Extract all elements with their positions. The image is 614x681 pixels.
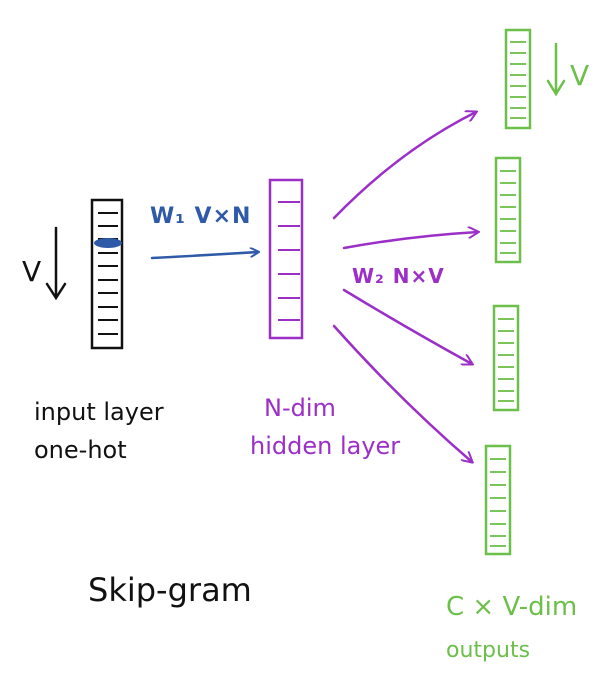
output-dim-label: V bbox=[570, 59, 590, 92]
w2-arrow-2 bbox=[342, 232, 478, 250]
input-dim-label: V bbox=[22, 255, 42, 288]
input-caption-line2: one-hot bbox=[34, 436, 127, 464]
w2-arrow-1 bbox=[332, 112, 476, 220]
output-vector-1 bbox=[504, 28, 532, 130]
output-vectors bbox=[484, 28, 532, 556]
w2-label: W₂ N×V bbox=[352, 264, 445, 288]
one-hot-mark bbox=[94, 238, 122, 248]
output-caption-line1: C × V-dim bbox=[446, 592, 578, 622]
output-vector-2 bbox=[494, 156, 522, 264]
output-vector-3 bbox=[492, 304, 520, 412]
w1-arrow bbox=[150, 252, 258, 260]
w1-label: W₁ V×N bbox=[150, 204, 252, 229]
diagram-title: Skip-gram bbox=[88, 571, 252, 609]
w2-arrow-3 bbox=[342, 288, 472, 364]
w2-arrow-4 bbox=[332, 324, 472, 462]
output-vector-4 bbox=[484, 444, 512, 556]
output-caption-line2: outputs bbox=[446, 638, 531, 663]
input-dim-arrow bbox=[45, 226, 67, 301]
input-vector bbox=[90, 198, 124, 350]
hidden-vector bbox=[268, 178, 304, 340]
output-dim-arrow bbox=[546, 42, 566, 97]
input-caption-line1: input layer bbox=[34, 398, 164, 426]
hidden-caption-line1: N-dim bbox=[264, 394, 336, 422]
hidden-caption-line2: hidden layer bbox=[250, 432, 401, 460]
